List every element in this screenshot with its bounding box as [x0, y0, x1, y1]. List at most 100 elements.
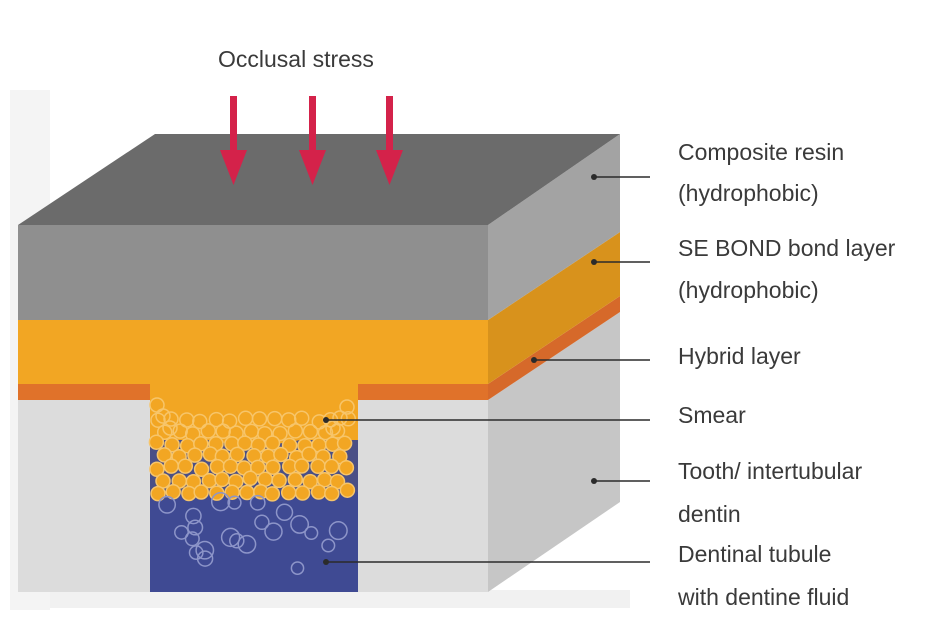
- smear-particle: [264, 486, 281, 502]
- smear-particle: [280, 484, 297, 501]
- smear-particles: [148, 397, 357, 502]
- smear-particle: [172, 423, 188, 439]
- smear-particle: [323, 458, 340, 475]
- smear-particle: [310, 484, 327, 500]
- smear-particle: [317, 424, 334, 441]
- fluid-bubble: [210, 492, 231, 512]
- smear-particle: [332, 448, 348, 465]
- smear-particle: [215, 423, 231, 440]
- smear-particle: [339, 482, 356, 498]
- smear-particle: [339, 399, 355, 415]
- smear-particle: [229, 446, 246, 463]
- smear-particle: [222, 458, 239, 474]
- diagram-title-occlusal-stress: Occlusal stress: [218, 46, 374, 72]
- fluid-bubble: [290, 561, 305, 575]
- fluid-bubbles: [158, 492, 348, 575]
- bond-layer-side: [488, 232, 620, 384]
- fluid-bubble: [275, 503, 294, 522]
- smear-particle: [209, 458, 226, 475]
- smear-particle: [287, 471, 304, 488]
- smear-particle: [179, 412, 195, 428]
- smear-particle: [310, 458, 326, 475]
- smear-particle: [193, 484, 209, 500]
- backdrop-shadow: [10, 590, 630, 608]
- smear-particle: [293, 410, 310, 426]
- smear-particle: [324, 485, 340, 502]
- smear-particle: [156, 447, 173, 463]
- fluid-bubble: [187, 519, 204, 536]
- fluid-bubble: [195, 540, 215, 560]
- smear-particle: [163, 458, 179, 474]
- smear-particle: [150, 485, 166, 502]
- fluid-bubble: [264, 522, 283, 541]
- label-bond-layer-line1: SE BOND bond layer: [678, 235, 896, 261]
- label-bond-layer-line2: (hydrophobic): [678, 277, 819, 303]
- smear-particle: [293, 458, 310, 474]
- smear-particle: [340, 411, 357, 427]
- smear-particle: [325, 420, 341, 436]
- fluid-bubble: [249, 494, 266, 511]
- smear-particle: [302, 423, 319, 440]
- smear-particle: [150, 412, 166, 428]
- label-composite-resin-line2: (hydrophobic): [678, 180, 819, 206]
- smear-particle: [193, 461, 210, 478]
- composite-resin-top: [18, 134, 620, 225]
- dentinal-tubule-fluid: [150, 490, 358, 592]
- composite-resin-front: [18, 225, 488, 320]
- smear-particle: [148, 434, 165, 450]
- smear-particle: [200, 423, 217, 439]
- label-smear: Smear: [678, 402, 746, 428]
- label-tubule-line2: with dentine fluid: [678, 584, 850, 610]
- stress-arrow-right: [376, 96, 403, 185]
- hybrid-layer-front: [18, 384, 150, 400]
- smear-particle: [251, 411, 268, 427]
- fluid-bubble: [220, 527, 241, 548]
- smear-particle: [177, 458, 194, 474]
- smear-particle: [336, 435, 353, 452]
- composite-resin-side: [488, 134, 620, 320]
- fluid-bubble: [229, 533, 245, 549]
- smear-particle: [214, 471, 230, 488]
- dentin-side-face: [488, 312, 620, 592]
- smear-particle: [164, 436, 180, 453]
- smear-particle: [187, 447, 203, 463]
- label-hybrid-layer: Hybrid layer: [678, 343, 801, 369]
- label-tubule-line1: Dentinal tubule: [678, 541, 832, 567]
- fluid-bubble: [185, 507, 202, 525]
- hybrid-layer-front-right: [358, 384, 488, 400]
- smear-particle: [162, 420, 178, 436]
- smear-particle: [155, 408, 171, 424]
- fluid-bubble: [188, 545, 204, 561]
- leader-lines: [326, 176, 650, 563]
- fluid-bubble: [174, 524, 189, 540]
- fluid-bubble: [321, 538, 336, 553]
- smear-particle: [280, 412, 297, 428]
- smear-particle: [163, 411, 179, 427]
- fluid-bubble: [158, 495, 177, 514]
- fluid-bubble: [227, 495, 242, 510]
- leader-dots: [323, 174, 597, 565]
- smear-particle: [156, 424, 173, 440]
- fluid-bubble: [304, 525, 319, 541]
- fluid-bubble: [196, 550, 214, 567]
- smear-particle: [338, 459, 355, 476]
- fluid-bubble: [328, 521, 348, 541]
- fluid-bubble: [237, 534, 257, 554]
- smear-particle: [271, 472, 287, 489]
- occlusal-stress-arrows: [220, 96, 403, 185]
- bond-layer-front: [18, 320, 488, 440]
- label-composite-resin-line1: Composite resin: [678, 139, 845, 165]
- fluid-bubble: [184, 531, 200, 547]
- fluid-bubble: [254, 514, 270, 531]
- smear-particle: [294, 485, 311, 501]
- stress-arrow-left: [220, 96, 247, 185]
- stress-arrow-middle: [299, 96, 326, 185]
- label-tooth-line2: dentin: [678, 501, 741, 527]
- fluid-bubble: [290, 514, 310, 534]
- smear-particle: [265, 459, 281, 475]
- smear-particle: [287, 423, 304, 439]
- label-tooth-line1: Tooth/ intertubular: [678, 458, 863, 484]
- smear-particle: [272, 425, 288, 442]
